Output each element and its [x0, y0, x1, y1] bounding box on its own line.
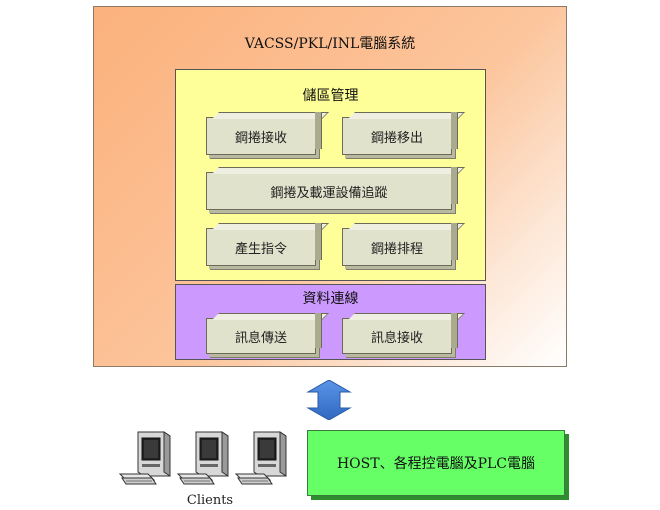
storage-management-title: 儲區管理 — [302, 88, 359, 104]
module-generate-command: 產生指令 — [206, 223, 322, 266]
module-coil-scheduling: 鋼捲排程 — [342, 223, 458, 266]
host-box: HOST、各程控電腦及PLC電腦 — [307, 430, 565, 496]
module-message-send: 訊息傳送 — [206, 313, 322, 354]
data-link-title: 資料連線 — [302, 291, 359, 307]
module-message-receive: 訊息接收 — [342, 313, 458, 354]
double-arrow-icon — [306, 380, 352, 420]
client-computer-icon — [176, 431, 229, 485]
module-coil-receiving: 鋼捲接收 — [206, 112, 322, 155]
system-title: VACSS/PKL/INL電腦系統 — [244, 36, 416, 52]
clients-label: Clients — [186, 493, 234, 508]
module-coil-tracking: 鋼捲及載運設備追蹤 — [206, 167, 458, 210]
module-coil-removal: 鋼捲移出 — [342, 112, 458, 155]
client-computer-icon — [118, 431, 171, 485]
client-computer-icon — [234, 431, 287, 485]
